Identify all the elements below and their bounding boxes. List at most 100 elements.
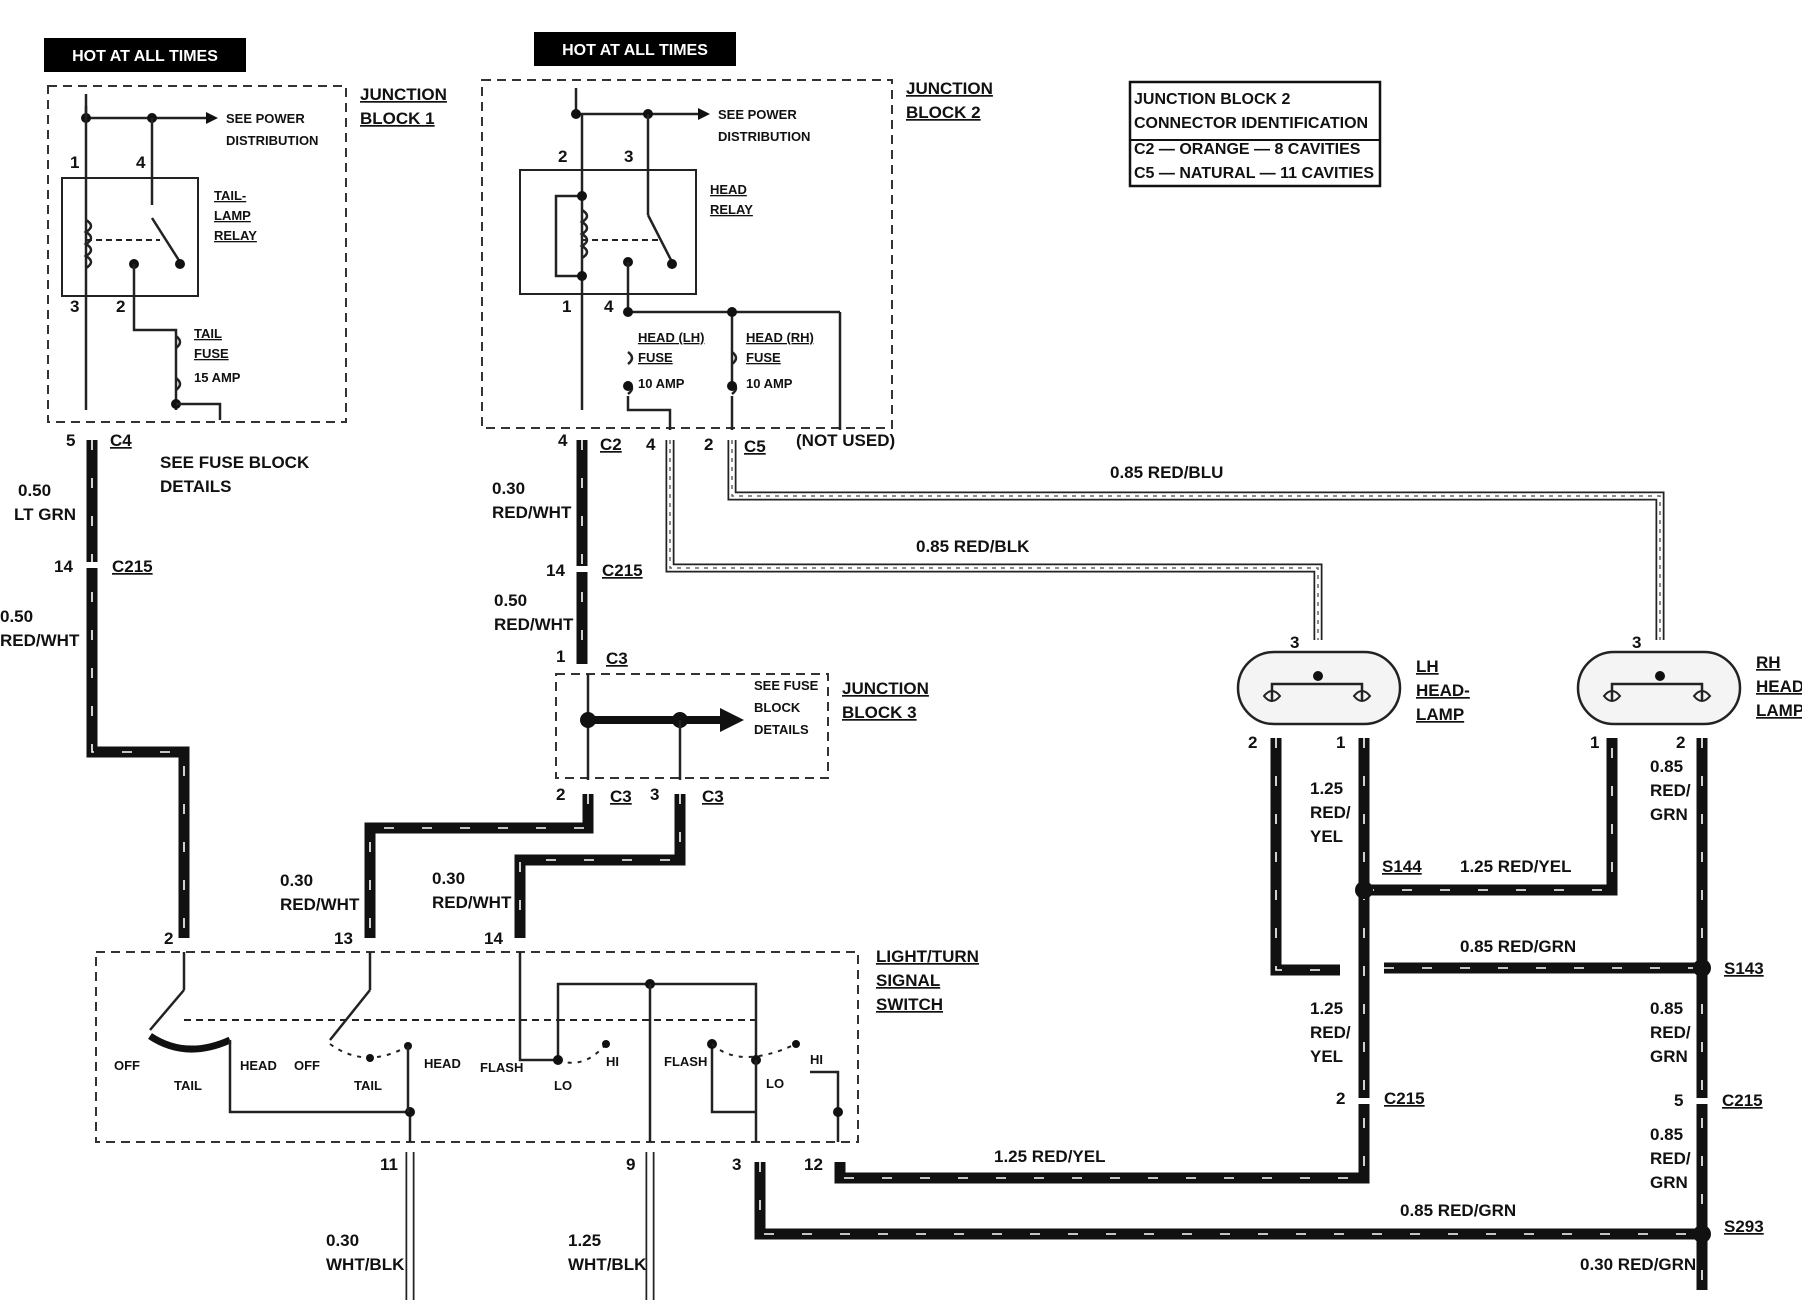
svg-text:YEL: YEL: [1310, 827, 1343, 846]
tail-fuse: [175, 335, 182, 391]
junction-block-1-box: [47, 85, 347, 423]
svg-text:RED/WHT: RED/WHT: [0, 631, 80, 650]
svg-text:2: 2: [164, 929, 173, 948]
svg-text:14: 14: [484, 929, 503, 948]
hot-label-2: HOT AT ALL TIMES: [562, 42, 708, 59]
svg-text:RED/: RED/: [1650, 781, 1691, 800]
svg-text:0.30 RED/GRN: 0.30 RED/GRN: [1580, 1255, 1696, 1274]
svg-text:WHT/BLK: WHT/BLK: [326, 1255, 405, 1274]
svg-text:14: 14: [546, 561, 565, 580]
svg-text:HI: HI: [810, 1052, 823, 1067]
splice-s144: [1355, 881, 1373, 899]
svg-text:FLASH: FLASH: [480, 1060, 523, 1075]
wire-lh-pin2: [1270, 738, 1340, 976]
svg-text:C2 — ORANGE — 8 CAVITIES: C2 — ORANGE — 8 CAVITIES: [1134, 141, 1361, 158]
svg-text:LO: LO: [554, 1078, 572, 1093]
svg-text:GRN: GRN: [1650, 805, 1688, 824]
svg-text:1: 1: [1336, 733, 1345, 752]
svg-text:TAIL: TAIL: [194, 326, 222, 341]
svg-text:C215: C215: [1384, 1089, 1425, 1108]
svg-text:BLOCK 1: BLOCK 1: [360, 109, 435, 128]
svg-text:FLASH: FLASH: [664, 1054, 707, 1069]
svg-text:RED/: RED/: [1650, 1149, 1691, 1168]
svg-text:11: 11: [380, 1155, 398, 1174]
see-fuse-block-1: SEE FUSE BLOCK: [160, 453, 310, 472]
junction-block-3-box: [555, 673, 829, 779]
svg-text:0.50: 0.50: [0, 607, 33, 626]
svg-text:RED/: RED/: [1310, 803, 1351, 822]
wire-c4-switch-2: [86, 440, 190, 938]
svg-text:SIGNAL: SIGNAL: [876, 971, 940, 990]
svg-text:12: 12: [804, 1155, 823, 1174]
svg-text:1.25: 1.25: [1310, 999, 1343, 1018]
svg-text:3: 3: [1290, 633, 1299, 652]
not-used-label: (NOT USED): [796, 431, 895, 450]
svg-text:C3: C3: [606, 649, 628, 668]
svg-text:0.30: 0.30: [326, 1231, 359, 1250]
svg-text:0.85: 0.85: [1650, 757, 1683, 776]
svg-text:C3: C3: [610, 787, 632, 806]
tail-lamp-relay-label: TAIL-: [214, 188, 246, 203]
svg-text:1.25 RED/YEL: 1.25 RED/YEL: [1460, 857, 1572, 876]
svg-text:0.50: 0.50: [494, 591, 527, 610]
svg-text:RELAY: RELAY: [214, 228, 257, 243]
wire-jb3-switch-13: [364, 794, 594, 938]
svg-text:S143: S143: [1724, 959, 1764, 978]
svg-text:2: 2: [116, 297, 125, 316]
junction-block-2-label: JUNCTION: [906, 79, 993, 98]
svg-text:LAMP: LAMP: [1416, 705, 1464, 724]
junction-block-3-label: JUNCTION: [842, 679, 929, 698]
svg-text:4: 4: [646, 435, 656, 454]
svg-text:RED/WHT: RED/WHT: [432, 893, 512, 912]
svg-text:DISTRIBUTION: DISTRIBUTION: [718, 129, 810, 144]
splice-s293: [1693, 1225, 1711, 1243]
svg-text:C215: C215: [602, 561, 643, 580]
svg-text:S144: S144: [1382, 857, 1422, 876]
svg-text:FUSE: FUSE: [194, 346, 229, 361]
svg-text:HEAD: HEAD: [240, 1058, 277, 1073]
hot-label-2-bg: [534, 32, 736, 66]
svg-text:C4: C4: [110, 431, 132, 450]
svg-text:3: 3: [70, 297, 79, 316]
svg-text:0.85: 0.85: [1650, 1125, 1683, 1144]
svg-text:RED/WHT: RED/WHT: [280, 895, 360, 914]
svg-text:RED/: RED/: [1310, 1023, 1351, 1042]
svg-text:2: 2: [1248, 733, 1257, 752]
svg-text:C215: C215: [112, 557, 153, 576]
svg-text:RED/WHT: RED/WHT: [494, 615, 574, 634]
svg-text:RED/WHT: RED/WHT: [492, 503, 572, 522]
svg-text:TAIL: TAIL: [354, 1078, 382, 1093]
head-lh-fuse-rating: 10 AMP: [638, 376, 685, 391]
svg-text:1: 1: [556, 647, 565, 666]
svg-text:0.30: 0.30: [432, 869, 465, 888]
tail-fuse-rating: 15 AMP: [194, 370, 241, 385]
wire-jb3-switch-14: [514, 794, 686, 938]
hot-label-1-bg: [44, 38, 246, 72]
svg-text:OFF: OFF: [294, 1058, 320, 1073]
svg-text:C2: C2: [600, 435, 622, 454]
svg-text:3: 3: [1632, 633, 1641, 652]
svg-text:LAMP: LAMP: [214, 208, 251, 223]
svg-text:3: 3: [732, 1155, 741, 1174]
svg-text:S293: S293: [1724, 1217, 1764, 1236]
svg-text:0.85 RED/BLK: 0.85 RED/BLK: [916, 537, 1030, 556]
svg-text:HEAD-: HEAD-: [1416, 681, 1470, 700]
head-relay-label: HEAD: [710, 182, 747, 197]
svg-text:1.25 RED/YEL: 1.25 RED/YEL: [994, 1147, 1106, 1166]
svg-text:4: 4: [604, 297, 614, 316]
svg-text:1: 1: [562, 297, 571, 316]
svg-text:LAMP: LAMP: [1756, 701, 1802, 720]
svg-text:5: 5: [66, 431, 75, 450]
splice-s143: [1693, 959, 1711, 977]
svg-text:CONNECTOR IDENTIFICATION: CONNECTOR IDENTIFICATION: [1134, 115, 1368, 132]
svg-text:0.85 RED/BLU: 0.85 RED/BLU: [1110, 463, 1223, 482]
svg-text:4: 4: [558, 431, 568, 450]
head-relay: [519, 169, 697, 295]
wire-lh-pin1-red-yel: [834, 738, 1370, 1184]
svg-text:DISTRIBUTION: DISTRIBUTION: [226, 133, 318, 148]
svg-text:WHT/BLK: WHT/BLK: [568, 1255, 647, 1274]
svg-text:HEAD: HEAD: [424, 1056, 461, 1071]
svg-text:HEAD (RH): HEAD (RH): [746, 330, 814, 345]
svg-text:HEAD-: HEAD-: [1756, 677, 1802, 696]
svg-text:9: 9: [626, 1155, 635, 1174]
